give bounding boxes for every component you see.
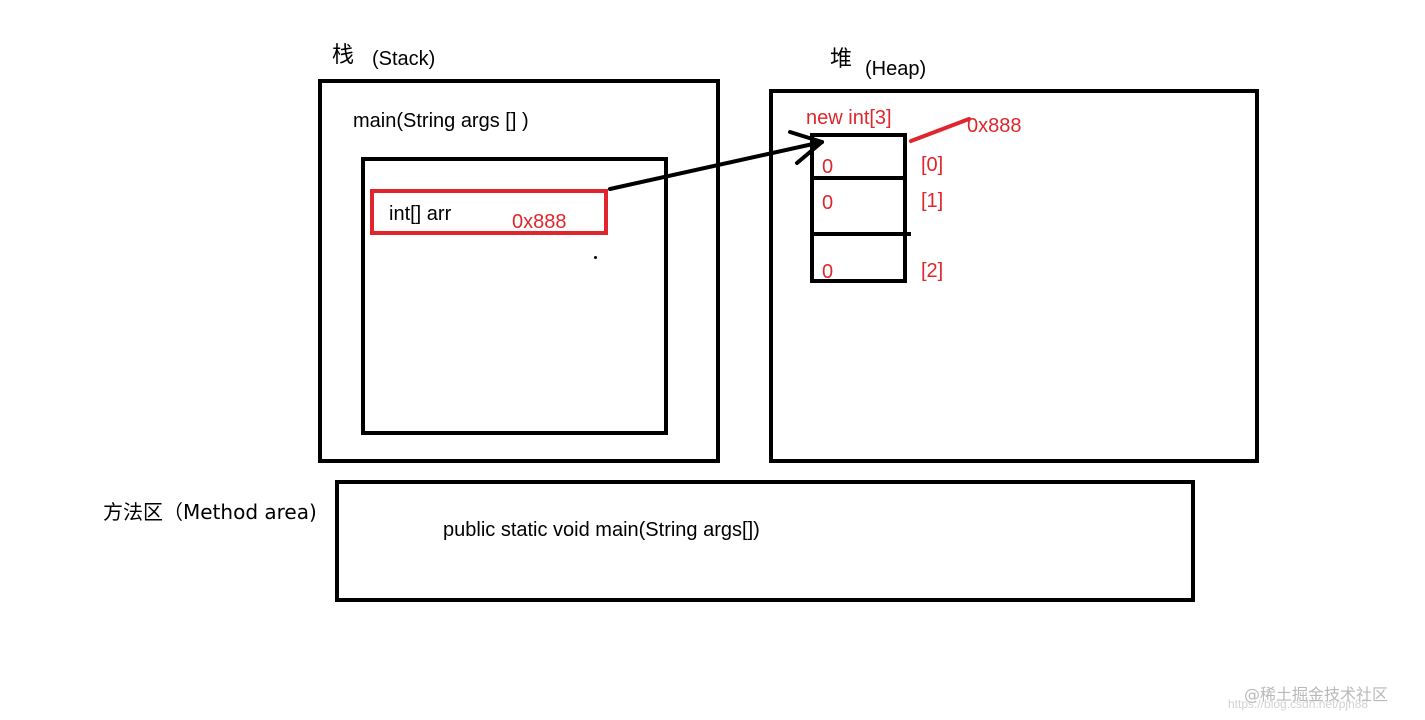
stack-var-value: 0x888 — [512, 211, 567, 233]
heap-title-en: (Heap) — [865, 58, 927, 80]
heap-cell-0-value: 0 — [822, 156, 834, 178]
stray-dot — [594, 256, 597, 259]
heap-area — [769, 89, 1259, 463]
method-area-title: 方法区（Method area) — [103, 500, 317, 524]
stack-frame-label: main(String args [] ) — [353, 110, 529, 132]
heap-cell-1-index: [1] — [921, 190, 944, 212]
heap-object-label: new int[3] — [806, 107, 892, 129]
stack-var-arr — [370, 189, 608, 235]
heap-cell-1-value: 0 — [822, 192, 834, 214]
stack-area — [318, 79, 720, 463]
watermark-url: https://blog.csdn.net/pjh88 — [1228, 697, 1369, 711]
method-area-content: public static void main(String args[]) — [443, 519, 760, 541]
heap-cell-0-index: [0] — [921, 154, 944, 176]
stack-title-cn: 栈 — [332, 43, 355, 68]
method-area — [335, 480, 1195, 602]
heap-cell-2-index: [2] — [921, 260, 944, 282]
heap-cell-2-value: 0 — [822, 261, 834, 283]
stack-var-label: int[] arr — [389, 203, 452, 225]
stack-frame-main — [361, 157, 668, 435]
heap-address: 0x888 — [967, 115, 1022, 137]
watermark-brand: @稀土掘金技术社区 — [1244, 685, 1389, 704]
heap-title-cn: 堆 — [830, 47, 853, 72]
heap-array-object — [810, 133, 907, 283]
stack-title-en: (Stack) — [372, 48, 436, 70]
